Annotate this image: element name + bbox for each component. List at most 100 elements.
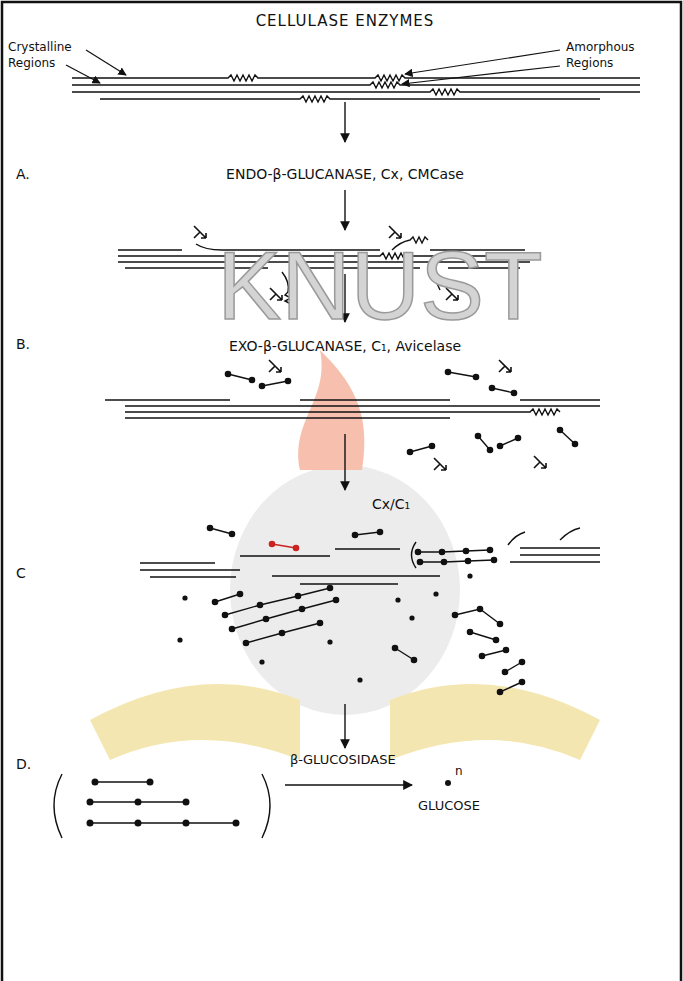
flow-arrow (344, 434, 345, 490)
leader-line (402, 66, 560, 84)
glucose-dot (395, 597, 400, 602)
fibre-fragment (125, 405, 600, 406)
fibre-fragment (300, 399, 450, 400)
glucose-chain (147, 779, 153, 785)
fibre-fragment (335, 548, 400, 549)
glucose-chain (95, 781, 150, 782)
glucose-chain (183, 820, 189, 826)
glucose-chain (489, 385, 494, 390)
glucose-chain (445, 369, 450, 374)
glucose-dot (409, 615, 414, 620)
glucose-chain (183, 799, 189, 805)
glucose-chain (463, 548, 468, 553)
fibre-fragment (54, 774, 62, 838)
fibre-fragment (125, 409, 560, 415)
glucose-chain (455, 609, 500, 624)
glucose-chain (479, 653, 484, 658)
leader-line (405, 50, 560, 74)
glucose-chain (487, 447, 492, 452)
glucose-chain (411, 657, 416, 662)
glucose-chain (92, 779, 98, 785)
glucose-chain (475, 433, 480, 438)
fibre-fragment (105, 399, 230, 400)
glucose-dot (177, 637, 182, 642)
glucose-chain (317, 620, 322, 625)
step-letter: C (16, 565, 26, 582)
step-letter: B. (16, 336, 30, 353)
flow-arrow (344, 190, 345, 230)
glucose-chain (557, 427, 562, 432)
glucose-chain (572, 441, 577, 446)
glucose-chain (500, 682, 522, 692)
glucose-chain (327, 585, 332, 590)
enzyme-symbol (194, 226, 546, 470)
fibre-fragment (125, 417, 450, 418)
fibre-fragment (510, 561, 600, 562)
glucose-dot (177, 573, 472, 786)
step-letter: D. (16, 756, 31, 773)
glucose-chain (473, 374, 478, 379)
flow-arrow (344, 102, 345, 142)
leader-line (66, 65, 100, 83)
glucose-chain (333, 597, 338, 602)
product-label: GLUCOSE (418, 798, 480, 814)
region-label: Crystalline Regions (8, 40, 72, 71)
flow-arrow (344, 704, 345, 748)
fibre-fragment (520, 547, 600, 548)
glucose-chain (259, 383, 264, 388)
fibre-fragment (272, 575, 440, 576)
glucose-chain (232, 600, 336, 629)
fibre-fragment (150, 576, 236, 577)
fibre-fragment (54, 400, 600, 838)
fibre-fragment (140, 562, 215, 563)
glucose-chain (493, 637, 498, 642)
glucose-chain (293, 545, 298, 550)
glucose-chain (452, 612, 457, 617)
glucose-chain (285, 378, 290, 383)
watermark: KNUST (217, 238, 542, 334)
leader-line (86, 50, 126, 75)
glucose-chain (492, 388, 514, 393)
enzyme-symbol (389, 226, 401, 238)
enzyme-symbol (499, 360, 511, 372)
step-letter: A. (16, 166, 30, 183)
glucose-chain (395, 648, 414, 660)
glucose-chain (407, 449, 412, 454)
glucose-chain (295, 593, 300, 598)
watermark-logo (390, 684, 600, 760)
glucose-chain (519, 659, 524, 664)
glucose-chain (519, 679, 524, 684)
count-label: n (455, 764, 463, 778)
watermark-logo (230, 465, 460, 715)
glucose-chain (263, 616, 268, 621)
region-label: Amorphous Regions (566, 40, 635, 71)
enzyme-name: β-GLUCOSIDASE (290, 752, 396, 768)
glucose-chain (249, 377, 254, 382)
glucose-chain (135, 820, 141, 826)
glucose-chain (439, 549, 444, 554)
glucose-chain (441, 559, 446, 564)
glucose-chain (417, 559, 422, 564)
fibre-fragment (520, 554, 600, 555)
glucose-chain (225, 371, 230, 376)
glucose-chain (87, 820, 93, 826)
glucose-chain (90, 822, 236, 823)
glucose-chain (207, 525, 212, 530)
watermark-logo (90, 350, 600, 760)
glucose-chain (135, 799, 141, 805)
glucose-chain (229, 626, 234, 631)
glucose-chain (262, 381, 288, 386)
enzyme-symbol (534, 456, 546, 468)
glucose-chain (429, 443, 434, 448)
glucose-chain (487, 547, 492, 552)
fibre-fragment (140, 569, 240, 570)
glucose-chain (392, 645, 397, 650)
glucose-chain (229, 531, 234, 536)
glucose-chain (355, 532, 380, 535)
glucose-dot (327, 639, 332, 644)
glucose-chain (210, 528, 232, 534)
glucose-chain (410, 446, 432, 452)
